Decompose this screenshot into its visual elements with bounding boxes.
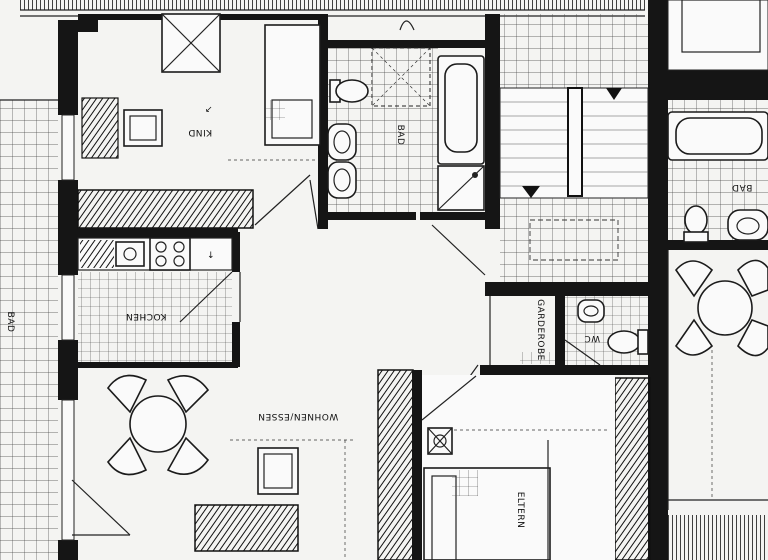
- room-eltern: ELTERN: [421, 375, 615, 560]
- chair-icon: [166, 436, 210, 476]
- room-label-wc: WC: [584, 333, 600, 343]
- room-bad-center: BAD: [327, 20, 485, 212]
- sink-icon: [327, 123, 357, 161]
- stair-steps: [499, 87, 649, 199]
- room-label-garderobe: GARDEROBE: [535, 299, 545, 361]
- staircase: [431, 14, 649, 282]
- right-dining-set: [667, 250, 768, 560]
- room-kochen: ↓ KOCHEN: [77, 237, 233, 362]
- room-wc: WC: [564, 296, 649, 366]
- toilet-icon: [683, 205, 709, 243]
- sink-icon: [327, 161, 357, 199]
- kind-tick-mark: ↙: [205, 105, 213, 115]
- chair-icon: [106, 436, 148, 476]
- bathtub-icon: [667, 111, 768, 161]
- room-label-kind: KIND: [188, 127, 212, 137]
- living-sofa: [194, 504, 299, 552]
- roof-edge: [20, 0, 645, 10]
- chair-icon: [106, 374, 148, 414]
- room-label-bad-right: BAD: [732, 182, 753, 192]
- kitchen-arrow-mark: ↓: [207, 251, 215, 261]
- chair-icon: [737, 259, 768, 297]
- living-armchair: [257, 447, 299, 495]
- room-bad-right: BAD: [667, 0, 768, 243]
- bathtub-icon: [437, 55, 485, 165]
- stair-arrow-icon: [606, 88, 622, 100]
- room-label-bad-left: BAD: [5, 312, 15, 333]
- balcony-right-railing: [668, 515, 768, 560]
- balcony-left-tiles: [0, 100, 58, 560]
- toilet-icon: [607, 329, 649, 355]
- room-wohnen-essen: WOHNEN/ESSEN: [71, 374, 355, 560]
- chair-icon: [166, 374, 210, 414]
- chair-icon: [674, 318, 714, 356]
- kind-bed: [264, 24, 321, 146]
- kitchen-floor-tiles: [78, 272, 232, 362]
- chair-icon: [674, 260, 714, 298]
- stair-arrow-icon: [522, 186, 540, 198]
- room-label-kochen: KOCHEN: [126, 311, 167, 321]
- room-kind: KIND ↙: [81, 13, 321, 226]
- sink-icon: [577, 299, 605, 323]
- walls: [58, 0, 768, 560]
- chair-icon: [737, 319, 768, 357]
- eltern-bed: [423, 467, 551, 560]
- room-label-bad-center: BAD: [395, 125, 405, 146]
- shower-tray-icon: [437, 165, 485, 211]
- toilet-icon: [329, 79, 369, 103]
- room-label-eltern: ELTERN: [515, 492, 525, 529]
- kind-radiator: [81, 97, 119, 159]
- cabinet-icon: [427, 427, 453, 455]
- sink-icon: [727, 209, 768, 241]
- stove-icon: [149, 237, 191, 271]
- stair-top-tiles: [500, 14, 648, 88]
- landing-tiles: [500, 198, 648, 282]
- sink-icon: [115, 241, 145, 267]
- room-label-wohnen-essen: WOHNEN/ESSEN: [258, 411, 338, 421]
- bad-center-shower-area: [371, 47, 431, 107]
